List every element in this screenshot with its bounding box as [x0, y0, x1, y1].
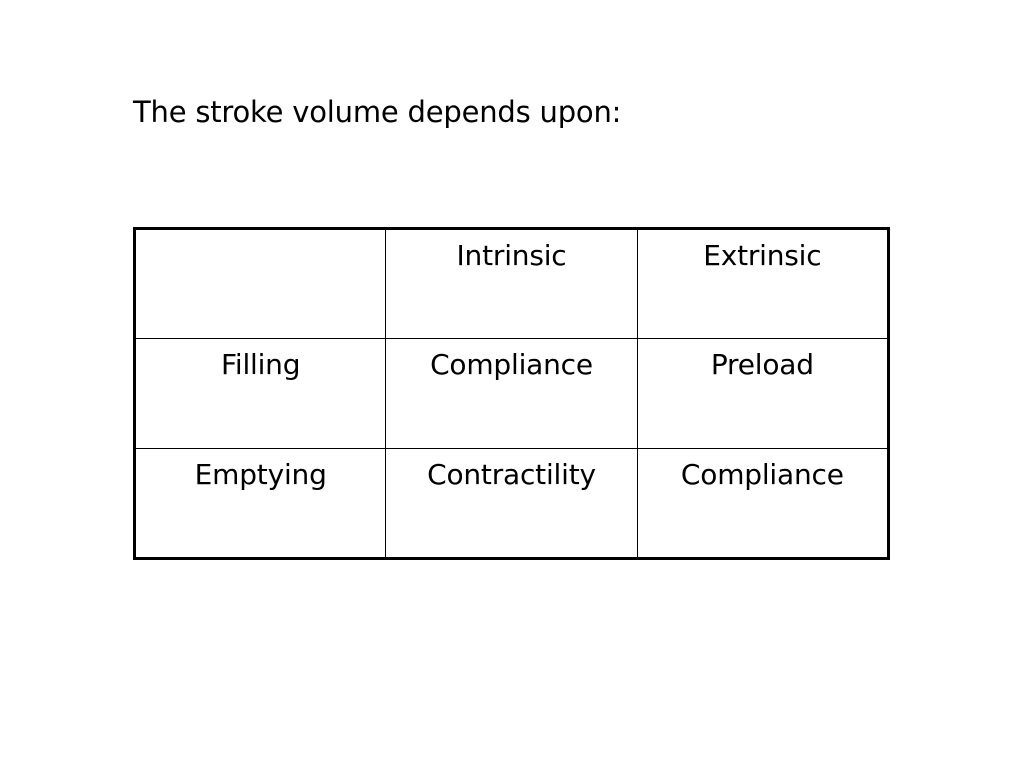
table-header-cell: Extrinsic — [636, 228, 890, 339]
table-cell: Compliance — [385, 338, 638, 449]
table-row: Filling Compliance Preload — [133, 338, 890, 449]
table-cell: Preload — [636, 338, 890, 449]
table-row-label: Filling — [133, 338, 387, 449]
table-cell: Contractility — [385, 448, 638, 559]
determinants-table: Intrinsic Extrinsic Filling Compliance P… — [133, 227, 890, 560]
table-row: Emptying Contractility Compliance — [133, 448, 890, 559]
slide-title: The stroke volume depends upon: — [133, 95, 622, 129]
table-header-cell: Intrinsic — [385, 228, 638, 339]
table-cell: Compliance — [636, 448, 890, 559]
table-row-label: Emptying — [133, 448, 387, 559]
table-header-cell-corner — [133, 228, 387, 339]
table-header-row: Intrinsic Extrinsic — [133, 228, 890, 339]
